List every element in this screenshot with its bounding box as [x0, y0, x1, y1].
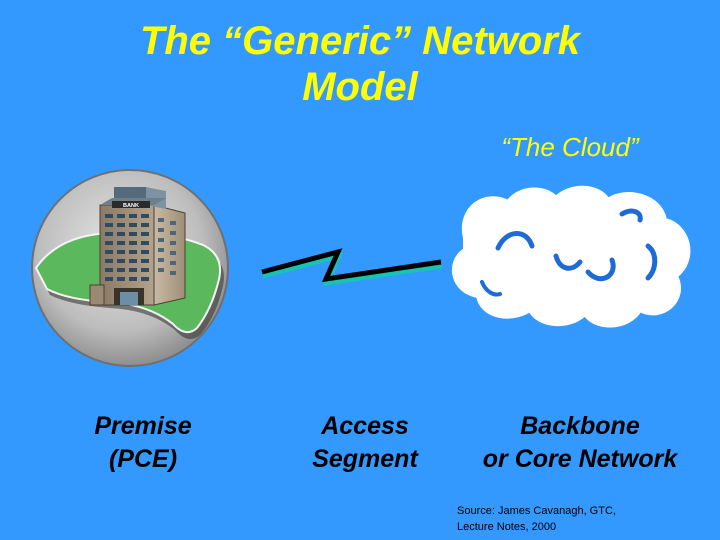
cloud-icon — [452, 185, 691, 328]
slide-title: The “Generic” Network Model — [0, 18, 720, 110]
access-link-line — [261, 248, 442, 283]
premise-label: Premise (PCE) — [58, 410, 228, 476]
access-label: Access Segment — [280, 410, 450, 476]
backbone-label-line-1: Backbone — [520, 412, 640, 440]
building-icon: BANK — [89, 187, 186, 306]
access-label-line-1: Access — [321, 412, 409, 440]
backbone-label: Backbone or Core Network — [455, 410, 705, 476]
building-sign-plate — [112, 201, 150, 208]
source-line-2: Lecture Notes, 2000 — [457, 521, 557, 533]
premise-label-line-2: (PCE) — [108, 445, 178, 473]
source-citation: Source: James Cavanagh, GTC, Lecture Not… — [457, 503, 697, 535]
premise-illustration: BANK — [31, 169, 229, 367]
source-line-1: Source: James Cavanagh, GTC, — [457, 505, 616, 517]
premise-label-line-1: Premise — [94, 412, 192, 440]
building-sign: BANK — [123, 203, 139, 209]
title-line-1: The “Generic” Network — [139, 19, 581, 63]
access-link — [261, 248, 443, 287]
title-line-2: Model — [302, 65, 418, 109]
cloud-caption: “The Cloud” — [501, 132, 639, 162]
access-label-line-2: Segment — [312, 445, 418, 473]
backbone-label-line-2: or Core Network — [482, 445, 678, 473]
